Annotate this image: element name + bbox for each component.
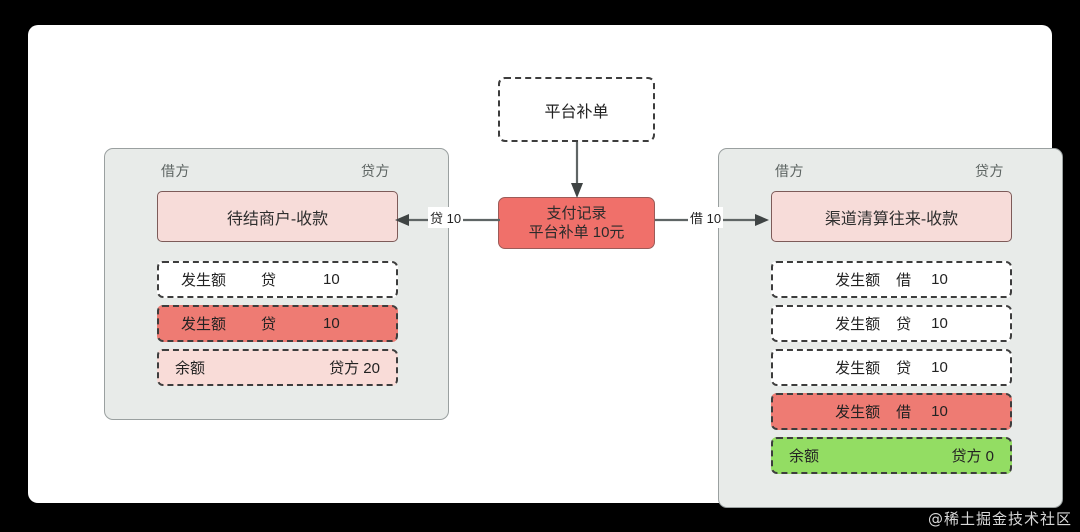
payment-record-line1: 支付记录 — [546, 204, 607, 222]
row-side: 借 — [896, 404, 912, 421]
panel-right-rows: 渠道清算往来-收款 发生额 借 10 发生额 贷 10 发生额 贷 10 — [771, 191, 1012, 481]
panel-right-column-headers: 借方 贷方 — [719, 161, 1062, 181]
ledger-row: 发生额 贷 10 — [157, 261, 398, 298]
row-side: 贷 — [896, 316, 912, 333]
row-label: 余额 — [789, 448, 820, 465]
panel-left-debit-header: 借方 — [161, 163, 190, 179]
ledger-balance-row: 余额 贷方 20 — [157, 349, 398, 386]
row-side: 贷 — [261, 272, 277, 289]
payment-record-box: 支付记录 平台补单 10元 — [498, 197, 655, 249]
watermark: @稀土掘金技术社区 — [927, 510, 1072, 528]
row-amount: 10 — [931, 271, 948, 288]
payment-record-line2: 平台补单 10元 — [528, 224, 625, 241]
account-title-left: 待结商户-收款 — [157, 191, 398, 242]
ledger-row: 发生额 贷 10 — [771, 349, 1012, 386]
ledger-balance-row: 余额 贷方 0 — [771, 437, 1012, 474]
edge-label-credit: 贷 10 — [428, 207, 464, 228]
account-title-right: 渠道清算往来-收款 — [771, 191, 1012, 242]
panel-right-credit-header: 贷方 — [975, 163, 1004, 179]
source-event-box: 平台补单 — [498, 77, 655, 142]
row-amount: 10 — [931, 403, 948, 420]
arrow-down-icon — [571, 142, 583, 198]
row-amount: 贷方 0 — [951, 448, 994, 465]
row-amount: 10 — [931, 315, 948, 332]
row-amount: 10 — [323, 271, 340, 288]
panel-left-rows: 待结商户-收款 发生额 贷 10 发生额 贷 10 余额 贷方 20 — [157, 191, 398, 393]
row-side: 借 — [896, 272, 912, 289]
account-panel-right: 借方 贷方 渠道清算往来-收款 发生额 借 10 发生额 贷 10 发生额 贷 — [718, 148, 1063, 508]
row-label: 余额 — [175, 360, 206, 377]
row-amount: 10 — [323, 315, 340, 332]
ledger-row: 发生额 借 10 — [771, 261, 1012, 298]
row-side: 贷 — [896, 360, 912, 377]
row-side: 贷 — [261, 316, 277, 333]
row-amount: 贷方 20 — [329, 360, 380, 377]
source-event-label: 平台补单 — [544, 103, 609, 121]
edge-label-debit: 借 10 — [688, 207, 724, 228]
panel-left-credit-header: 贷方 — [361, 163, 390, 179]
row-label: 发生额 — [181, 272, 227, 289]
row-label: 发生额 — [835, 316, 881, 333]
row-amount: 10 — [931, 359, 948, 376]
ledger-row: 发生额 贷 10 — [771, 305, 1012, 342]
panel-left-column-headers: 借方 贷方 — [105, 161, 448, 181]
row-label: 发生额 — [181, 316, 227, 333]
row-label: 发生额 — [835, 404, 881, 421]
ledger-row-highlighted: 发生额 贷 10 — [157, 305, 398, 342]
panel-right-debit-header: 借方 — [775, 163, 804, 179]
row-label: 发生额 — [835, 360, 881, 377]
account-panel-left: 借方 贷方 待结商户-收款 发生额 贷 10 发生额 贷 10 余额 贷方 20 — [104, 148, 449, 420]
diagram-canvas: 借方 贷方 待结商户-收款 发生额 贷 10 发生额 贷 10 余额 贷方 20 — [28, 25, 1063, 508]
ledger-row-highlighted: 发生额 借 10 — [771, 393, 1012, 430]
row-label: 发生额 — [835, 272, 881, 289]
